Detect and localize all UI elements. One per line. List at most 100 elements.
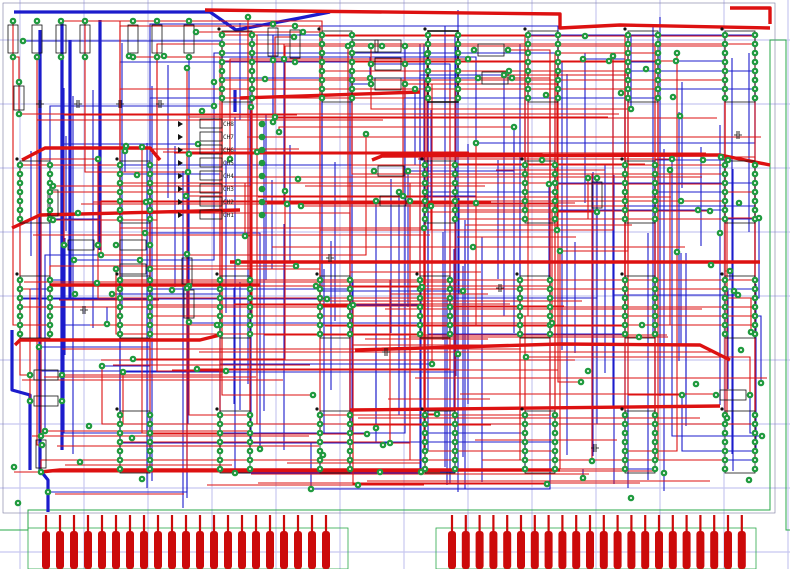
pad-hole: [544, 93, 548, 97]
pad-hole: [723, 440, 727, 444]
pad-hole: [48, 199, 52, 203]
pad-hole: [418, 305, 422, 309]
bottom-trace: [654, 423, 755, 460]
pad-hole: [626, 78, 630, 82]
edge-finger: [503, 531, 512, 569]
pad-hole: [540, 158, 544, 162]
pad-hole: [118, 431, 122, 435]
pad-hole: [273, 115, 277, 119]
pad-hole: [350, 33, 354, 37]
pad-hole: [100, 364, 104, 368]
bottom-trace: [120, 432, 261, 449]
pad-hole: [318, 305, 322, 309]
pad-hole: [224, 369, 228, 373]
pad-hole: [623, 332, 627, 336]
pad-hole: [121, 370, 125, 374]
pad-hole: [753, 163, 757, 167]
pad-hole: [413, 87, 417, 91]
edge-finger: [627, 531, 636, 569]
pad-hole: [653, 305, 657, 309]
pad-hole: [18, 190, 22, 194]
pad-hole: [719, 155, 723, 159]
pad-hole: [131, 357, 135, 361]
pad-hole: [320, 33, 324, 37]
top-trace: [555, 218, 728, 418]
edge-finger: [308, 531, 316, 569]
pad-hole: [524, 355, 528, 359]
pad-hole: [18, 296, 22, 300]
bottom-power-rail: [10, 330, 32, 470]
pad-hole: [218, 413, 222, 417]
pad-hole: [380, 44, 384, 48]
pad-hole: [381, 443, 385, 447]
pad-hole: [586, 176, 590, 180]
edge-finger: [655, 531, 663, 569]
pad-hole: [348, 467, 352, 471]
pad-hole: [753, 467, 757, 471]
bottom-trace: [458, 70, 632, 109]
pin1-marker: [215, 272, 219, 276]
pad-hole: [48, 287, 52, 291]
pin1-marker: [423, 27, 427, 31]
pad-hole: [553, 199, 557, 203]
pad-hole: [723, 78, 727, 82]
pad-hole: [723, 51, 727, 55]
pad-hole: [255, 150, 259, 154]
pad-hole: [548, 332, 552, 336]
led-pad: [258, 198, 266, 206]
pad-hole: [526, 78, 530, 82]
pad-hole: [218, 305, 222, 309]
passive-outline: [151, 24, 163, 54]
edge-finger: [56, 531, 64, 569]
pad-hole: [623, 296, 627, 300]
pad-hole: [127, 54, 131, 58]
pad-hole: [753, 87, 757, 91]
top-trace: [274, 36, 294, 117]
pad-hole: [155, 19, 159, 23]
pad-hole: [187, 320, 191, 324]
pad-hole: [709, 263, 713, 267]
pad-hole: [140, 477, 144, 481]
pad-hole: [130, 436, 134, 440]
top-trace: [244, 182, 525, 236]
pad-hole: [453, 431, 457, 435]
pad-hole: [368, 76, 372, 80]
pad-hole: [656, 78, 660, 82]
pad-hole: [553, 181, 557, 185]
pad-hole: [350, 78, 354, 82]
pad-hole: [118, 305, 122, 309]
pad-hole: [148, 163, 152, 167]
led-label: CH5: [223, 160, 234, 167]
passive-outline: [67, 239, 95, 251]
pad-hole: [220, 42, 224, 46]
pad-hole: [356, 483, 360, 487]
pad-hole: [753, 69, 757, 73]
passive-outline: [35, 439, 47, 469]
pad-hole: [218, 332, 222, 336]
led-icon: [178, 173, 183, 179]
pad-hole: [48, 163, 52, 167]
pad-hole: [472, 48, 476, 52]
pad-hole: [350, 96, 354, 100]
pad-hole: [318, 467, 322, 471]
pad-hole: [318, 449, 322, 453]
edge-finger: [724, 531, 732, 569]
pad-hole: [550, 321, 554, 325]
top-trace: [20, 164, 65, 245]
pad-hole: [448, 296, 452, 300]
pad-hole: [293, 24, 297, 28]
board-border: [2, 2, 776, 514]
led-label: CH4: [223, 173, 234, 180]
pad-hole: [607, 59, 611, 63]
pad-hole: [248, 458, 252, 462]
pad-hole: [220, 33, 224, 37]
pad-hole: [723, 287, 727, 291]
pad-hole: [35, 19, 39, 23]
pad-hole: [135, 173, 139, 177]
pad-hole: [348, 296, 352, 300]
pad-hole: [418, 314, 422, 318]
pin1-marker: [115, 272, 119, 276]
pad-hole: [350, 51, 354, 55]
pad-hole: [723, 69, 727, 73]
passive-outline: [267, 27, 279, 57]
